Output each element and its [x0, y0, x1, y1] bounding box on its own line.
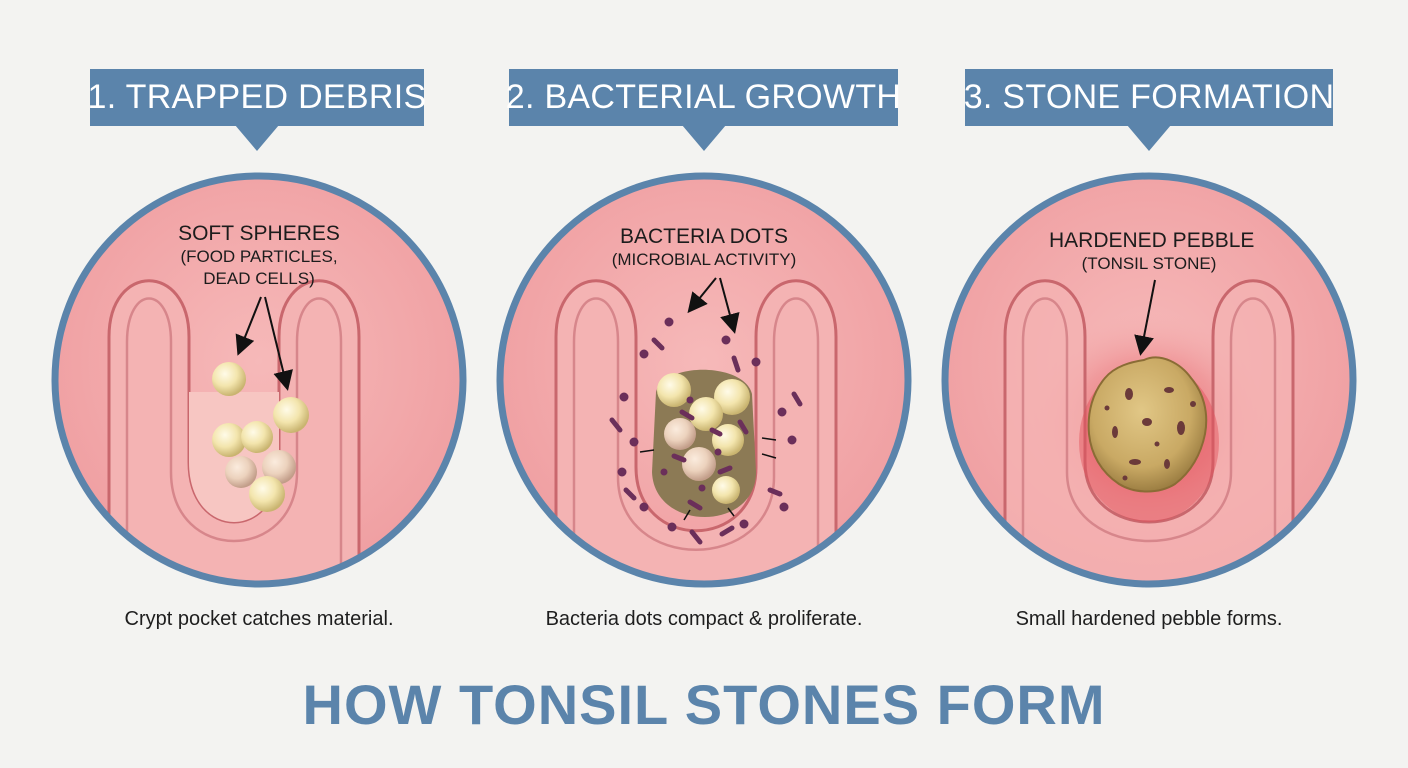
stage-1-illustration [51, 172, 467, 588]
stage-2-heading: 2. BACTERIAL GROWTH [506, 69, 901, 126]
stage-1-panel: 1. TRAPPED DEBRIS [39, 0, 479, 640]
stage-1-heading: 1. TRAPPED DEBRIS [88, 69, 426, 126]
stage-3-illustration [941, 172, 1357, 588]
stage-3-caption: Small hardened pebble forms. [1015, 608, 1283, 630]
down-arrow-pointer-icon [682, 125, 726, 151]
label-arrow-icon [687, 277, 740, 334]
stage-3-label: HARDENED PEBBLE (TONSIL STONE) [1049, 229, 1255, 273]
stage-2-panel: 2. BACTERIAL GROWTH [484, 0, 924, 640]
stage-3-heading: 3. STONE FORMATION [964, 69, 1334, 126]
main-title: HOW TONSIL STONES FORM [302, 673, 1106, 736]
stage-3-panel: 3. STONE FORMATION [929, 0, 1369, 640]
down-arrow-pointer-icon [235, 125, 279, 151]
stage-1-label: SOFT SPHERES (FOOD PARTICLES, DEAD CELLS… [178, 222, 340, 288]
bacteria-dots [609, 317, 803, 545]
stage-2-label: BACTERIA DOTS (MICROBIAL ACTIVITY) [611, 225, 797, 269]
stage-2-illustration [496, 172, 912, 588]
debris-spheres [212, 362, 309, 512]
stage-2-caption: Bacteria dots compact & proliferate. [545, 608, 863, 630]
debris-spheres [657, 373, 750, 504]
stage-1-caption: Crypt pocket catches material. [124, 608, 394, 630]
down-arrow-pointer-icon [1127, 125, 1171, 151]
label-arrow-icon [1134, 279, 1156, 356]
tonsil-stone [1087, 356, 1208, 493]
label-arrow-icon [235, 296, 293, 391]
